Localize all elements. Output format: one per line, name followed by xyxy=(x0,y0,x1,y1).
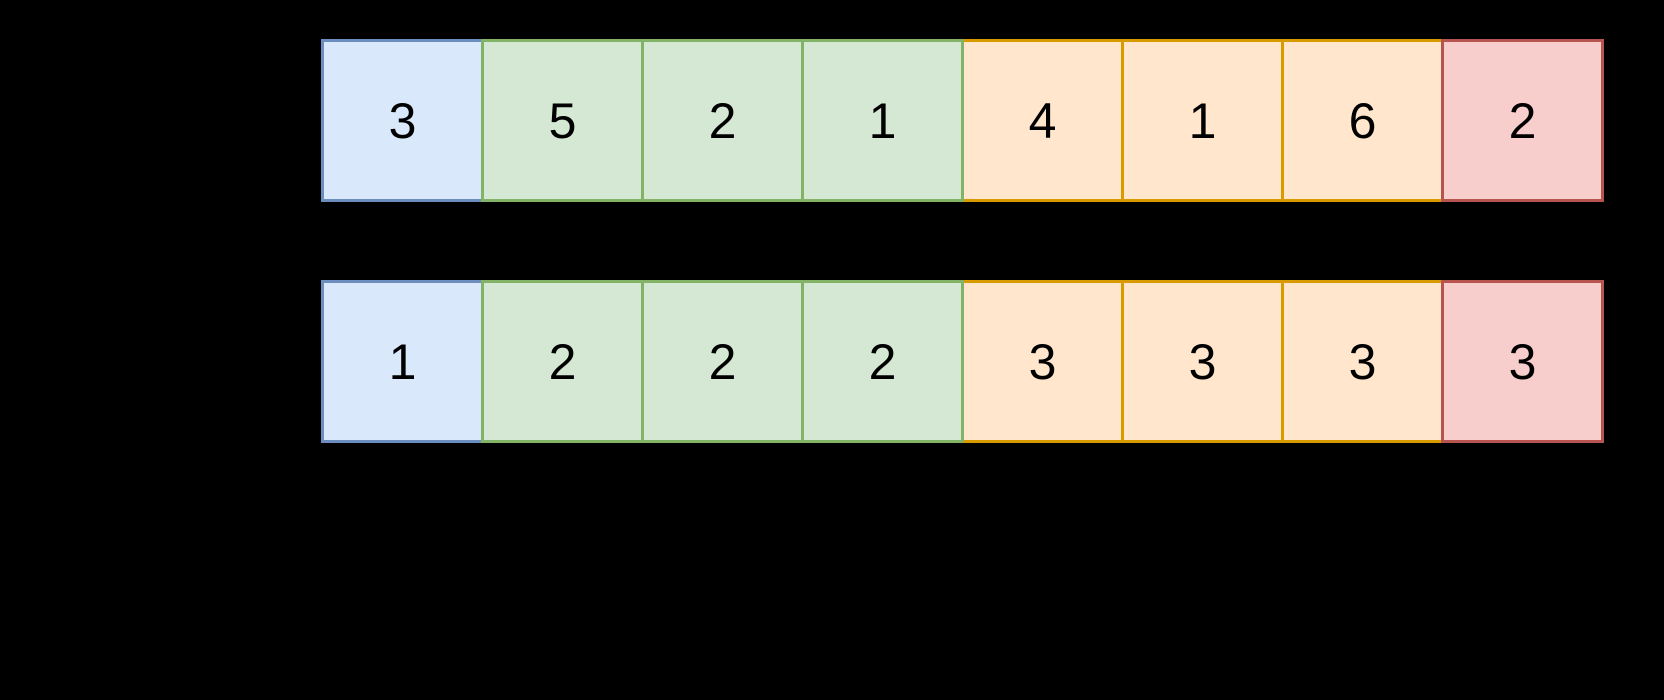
cell-value: 2 xyxy=(548,333,577,390)
array-cell: 4 xyxy=(961,39,1124,202)
array-cell: 3 xyxy=(961,280,1124,443)
cell-value: 1 xyxy=(868,92,897,149)
cell-value: 1 xyxy=(1188,92,1217,149)
array-cell: 1 xyxy=(1121,39,1284,202)
array-cell: 2 xyxy=(1441,39,1604,202)
array-cell: 1 xyxy=(801,39,964,202)
cell-value: 2 xyxy=(1508,92,1537,149)
cell-value: 3 xyxy=(1188,333,1217,390)
cell-value: 1 xyxy=(388,333,417,390)
cell-value: 4 xyxy=(1028,92,1057,149)
array-row-bottom: 1 2 2 2 3 3 3 3 xyxy=(321,280,1604,443)
array-cell: 6 xyxy=(1281,39,1444,202)
cell-value: 5 xyxy=(548,92,577,149)
cell-value: 2 xyxy=(708,333,737,390)
cell-value: 3 xyxy=(1508,333,1537,390)
cell-value: 3 xyxy=(388,92,417,149)
cell-value: 3 xyxy=(1348,333,1377,390)
array-cell: 3 xyxy=(321,39,484,202)
array-cell: 2 xyxy=(481,280,644,443)
cell-value: 2 xyxy=(708,92,737,149)
array-cell: 2 xyxy=(641,280,804,443)
array-cell: 1 xyxy=(321,280,484,443)
cell-value: 2 xyxy=(868,333,897,390)
array-row-top: 3 5 2 1 4 1 6 2 xyxy=(321,39,1604,202)
array-cell: 2 xyxy=(641,39,804,202)
array-cell: 5 xyxy=(481,39,644,202)
cell-value: 3 xyxy=(1028,333,1057,390)
cell-value: 6 xyxy=(1348,92,1377,149)
array-cell: 2 xyxy=(801,280,964,443)
array-cell: 3 xyxy=(1281,280,1444,443)
array-cell: 3 xyxy=(1441,280,1604,443)
array-cell: 3 xyxy=(1121,280,1284,443)
